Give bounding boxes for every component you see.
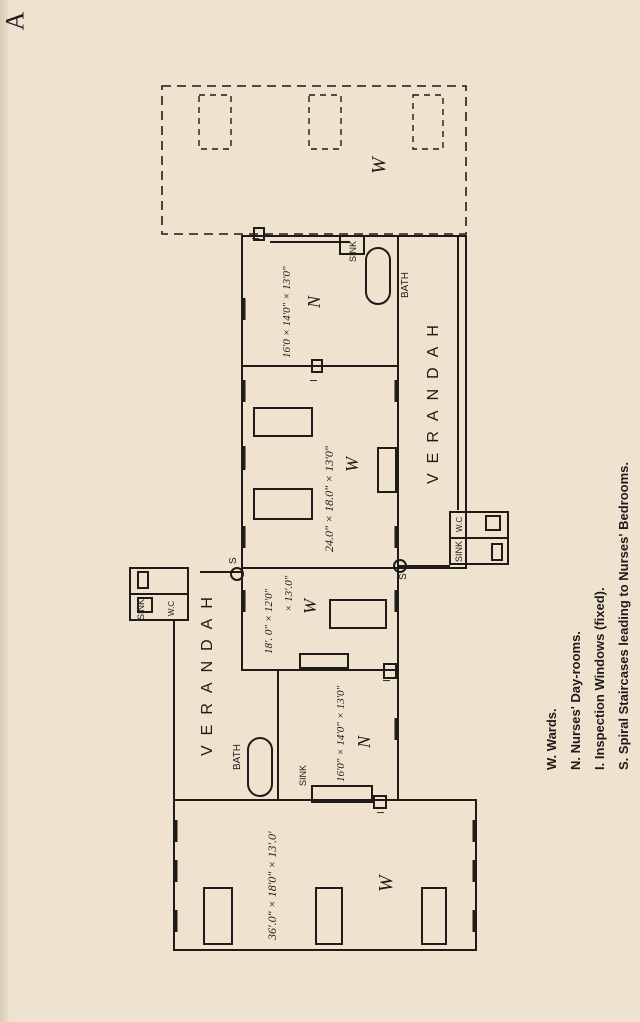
legend-item-wards: W. Wards.	[544, 708, 559, 770]
bed-markers	[174, 298, 476, 932]
verandah-label-lower: VERANDAH	[199, 587, 216, 756]
sink-label-right: SINK	[454, 541, 464, 562]
wc-label-right: W.C	[455, 517, 464, 532]
sink-label-left: SINK	[136, 599, 146, 620]
legend-item-staircases: S. Spiral Staircases leading to Nurses' …	[616, 462, 631, 770]
verandah-label-upper: VERANDAH	[425, 315, 442, 484]
bath-label-top: BATH	[400, 272, 411, 298]
staircase-left	[230, 567, 244, 581]
sink-label-lower: SINK	[298, 765, 308, 786]
inspection-top: I	[251, 237, 262, 240]
inspection-middle: I	[382, 679, 393, 682]
dim-nurses-lower: 16'0" × 14'0" × 13'0"	[335, 685, 347, 782]
legend-item-nurses: N. Nurses' Day-rooms.	[568, 631, 583, 770]
wc-label-left: W.C	[167, 601, 176, 616]
sink-label-top: SINK	[348, 241, 358, 262]
dim-ward-bottom: 36'.0" × 18'0" × 13'.0'	[265, 831, 279, 941]
left-service-block	[129, 567, 189, 800]
bath-lower	[247, 737, 273, 797]
nurses-room-label-top: N	[304, 295, 324, 309]
dim-ward-upper: 24.0" × 18.0" × 13'0"	[322, 445, 336, 552]
ward-label-upper: W	[342, 455, 362, 472]
dim-nurses-top: 16'0 × 14'0" × 13'0"	[281, 266, 293, 358]
ward-label-middle: W	[300, 597, 320, 614]
dim-ward-middle-b: × 13'.0"	[283, 575, 295, 612]
staircase-label-left: S	[228, 557, 239, 564]
upper-block-walls	[200, 227, 509, 573]
page-edge	[0, 0, 10, 1022]
staircase-label-right: S	[398, 573, 409, 580]
bottom-ward-walls	[173, 799, 477, 951]
ward-label-bottom: W	[375, 873, 397, 892]
legend: W. Wards. N. Nurses' Day-rooms. I. Inspe…	[544, 462, 631, 770]
nurses-room-label-lower: N	[354, 735, 374, 749]
lower-nurses-walls	[277, 663, 399, 809]
dim-ward-middle-a: 18'. 0" × 12'0"	[263, 588, 275, 654]
bath-upper	[365, 247, 391, 305]
ward-label-top: W	[368, 155, 390, 174]
bath-label-lower: BATH	[232, 744, 243, 770]
inspection-upper: I	[309, 379, 320, 382]
dashed-ward-outline	[161, 85, 467, 235]
inspection-lower: I	[376, 811, 387, 814]
staircase-right	[393, 559, 407, 573]
legend-item-inspection: I. Inspection Windows (fixed).	[592, 587, 607, 770]
